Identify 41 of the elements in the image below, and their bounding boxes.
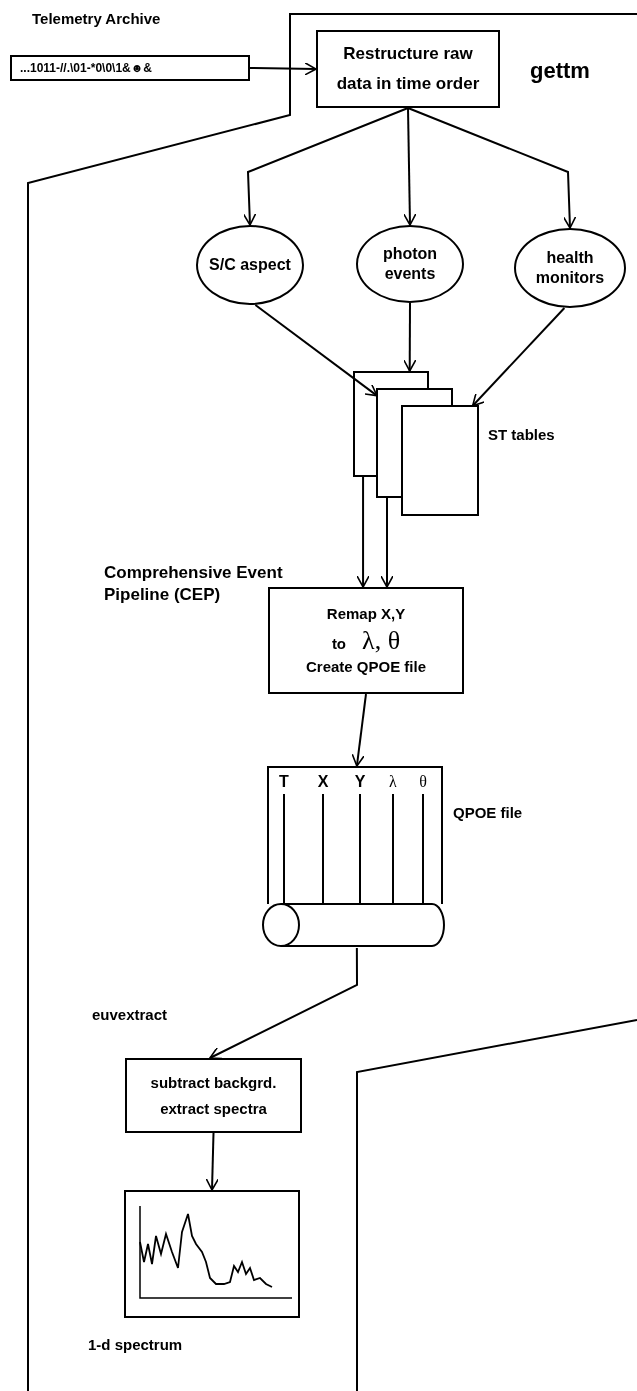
symbol-text: λ, θ <box>362 625 401 656</box>
caption-text: QPOE file <box>453 803 524 823</box>
arrow <box>471 307 566 407</box>
spectrum-plot <box>124 1190 300 1318</box>
arrow <box>249 62 317 76</box>
ellipse-text: S/C aspect <box>209 255 291 275</box>
data-stream-box <box>10 55 250 81</box>
arrow <box>208 947 358 1060</box>
column-label: X <box>316 772 330 792</box>
arrow <box>205 1132 220 1191</box>
table-stack-drawing <box>353 371 479 516</box>
qpoe-file-drawing <box>262 766 448 948</box>
column-label: T <box>278 772 290 792</box>
arrow <box>380 496 394 588</box>
process-box <box>268 587 464 694</box>
caption-text: ST tables <box>488 425 556 445</box>
bitstream-text: ...1011-//.\01-*0\0\1&☻& <box>20 60 153 77</box>
process-text: Restructure raw data in time order <box>335 43 481 95</box>
process-box <box>316 30 500 108</box>
process-text: Create QPOE file <box>305 656 426 677</box>
column-label: θ <box>418 772 428 792</box>
caption-text: euvextract <box>92 1005 169 1025</box>
process-text: subtract backgrd. extract spectra <box>149 1072 278 1119</box>
process-text: Remap X,Y <box>326 604 406 624</box>
arrow <box>356 475 370 588</box>
arrow <box>407 107 577 229</box>
arrow <box>242 107 409 226</box>
arrow <box>403 107 417 226</box>
process-text: to <box>331 633 347 654</box>
column-label: λ <box>388 772 398 792</box>
arrow <box>254 304 378 397</box>
arrow <box>402 302 417 372</box>
caption-text: 1-d spectrum <box>88 1335 184 1355</box>
caption-text: gettm <box>530 57 591 85</box>
process-box <box>125 1058 302 1133</box>
ellipse-text: health monitors <box>534 248 606 288</box>
arrow <box>351 693 367 767</box>
ellipse-text: photon events <box>381 244 439 284</box>
column-label: Y <box>353 772 367 792</box>
caption-text: Comprehensive Event Pipeline (CEP) <box>104 562 284 606</box>
caption-text: Telemetry Archive <box>32 9 162 29</box>
